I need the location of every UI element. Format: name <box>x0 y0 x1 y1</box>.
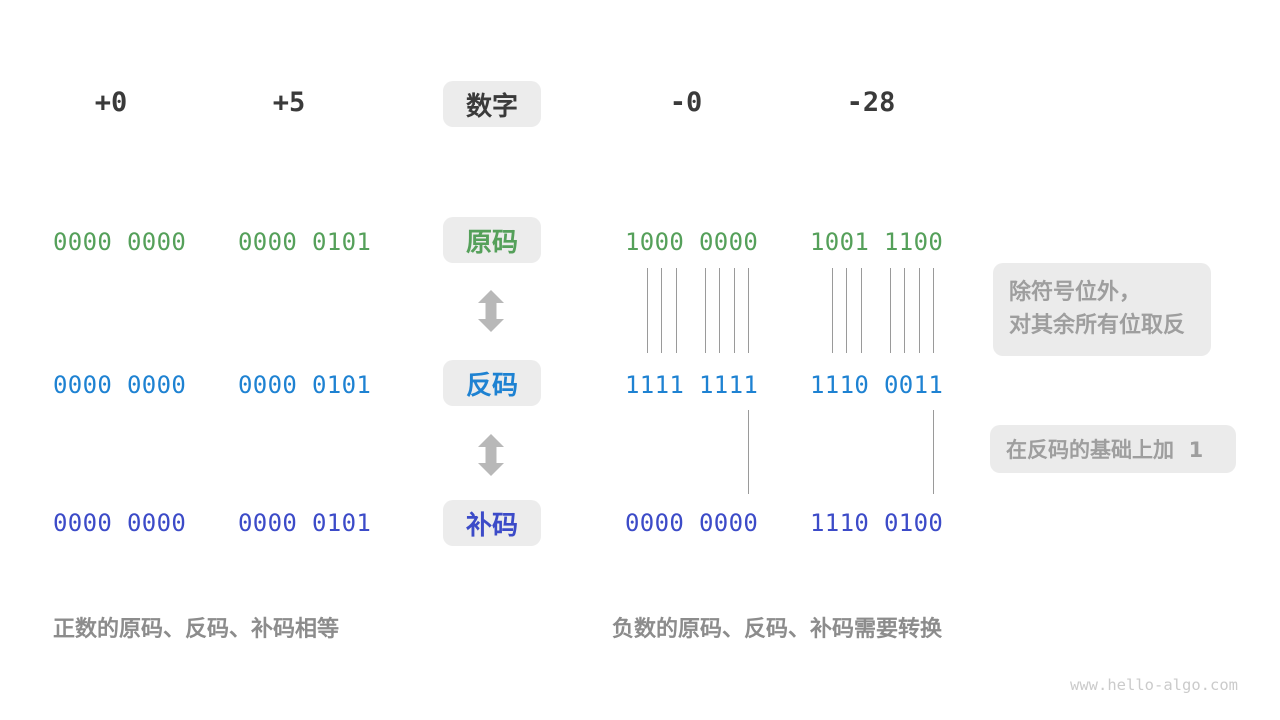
ones-complement-minus-0: 1111 1111 <box>625 371 759 399</box>
bit-flip-line <box>904 268 905 353</box>
updown-arrow-icon <box>478 290 504 332</box>
ones-complement-minus-28: 1110 0011 <box>810 371 944 399</box>
bit-flip-line <box>846 268 847 353</box>
add-one-note-text: 在反码的基础上加 1 <box>1006 438 1204 462</box>
header-value-plus-0: +0 <box>94 87 128 118</box>
sign-magnitude-minus-0: 1000 0000 <box>625 228 759 256</box>
sign-magnitude-plus-0: 0000 0000 <box>53 228 187 256</box>
ones-complement-tag-box: 反码 <box>443 360 541 406</box>
ones-complement-tag-label: 反码 <box>465 370 518 401</box>
header-value-minus-0: -0 <box>669 87 703 118</box>
ones-complement-plus-0: 0000 0000 <box>53 371 187 399</box>
ones-complement-plus-5: 0000 0101 <box>238 371 372 399</box>
sign-magnitude-minus-28: 1001 1100 <box>810 228 944 256</box>
bit-flip-line <box>734 268 735 353</box>
twos-complement-minus-28: 1110 0100 <box>810 509 944 537</box>
bit-flip-line <box>661 268 662 353</box>
add-one-line <box>748 410 749 494</box>
twos-complement-plus-0: 0000 0000 <box>53 509 187 537</box>
bit-flip-line <box>705 268 706 353</box>
updown-arrow-icon <box>478 434 504 476</box>
add-one-line <box>933 410 934 494</box>
twos-complement-plus-5: 0000 0101 <box>238 509 372 537</box>
bit-flip-line <box>647 268 648 353</box>
number-tag-box: 数字 <box>443 81 541 127</box>
number-tag-label: 数字 <box>465 91 518 122</box>
flip-bits-note: 除符号位外， 对其余所有位取反 <box>993 263 1211 356</box>
twos-complement-tag-box: 补码 <box>443 500 541 546</box>
positive-numbers-caption: 正数的原码、反码、补码相等 <box>53 617 340 642</box>
twos-complement-minus-0: 0000 0000 <box>625 509 759 537</box>
sign-magnitude-plus-5: 0000 0101 <box>238 228 372 256</box>
bit-flip-line <box>861 268 862 353</box>
add-one-note: 在反码的基础上加 1 <box>990 425 1236 473</box>
sign-magnitude-tag-label: 原码 <box>465 227 518 258</box>
twos-complement-tag-label: 补码 <box>465 510 518 541</box>
bit-flip-line <box>676 268 677 353</box>
header-value-plus-5: +5 <box>272 87 306 118</box>
bit-flip-line <box>890 268 891 353</box>
negative-numbers-caption: 负数的原码、反码、补码需要转换 <box>612 617 943 642</box>
bit-flip-line <box>919 268 920 353</box>
bit-flip-line <box>719 268 720 353</box>
bit-flip-line <box>832 268 833 353</box>
sign-magnitude-tag-box: 原码 <box>443 217 541 263</box>
watermark-url: www.hello-algo.com <box>1070 676 1238 694</box>
bit-flip-line <box>748 268 749 353</box>
bit-flip-line <box>933 268 934 353</box>
header-value-minus-28: -28 <box>846 87 896 118</box>
